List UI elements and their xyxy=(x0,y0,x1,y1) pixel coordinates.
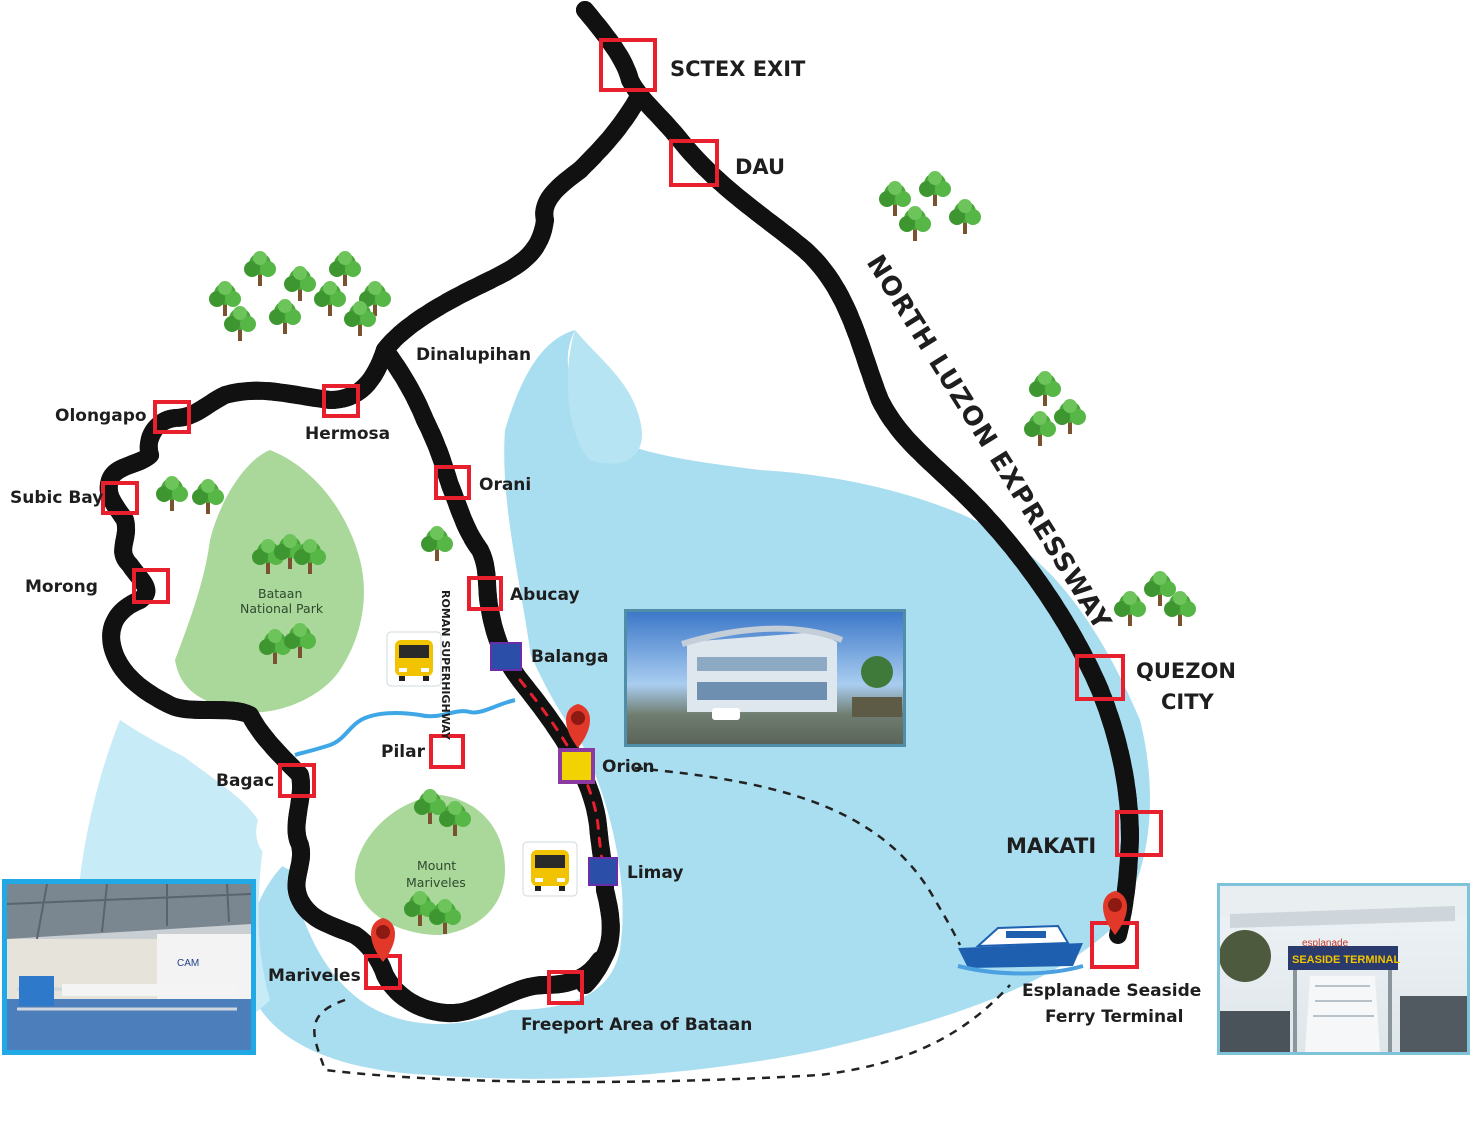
terminal-brand-text: esplanade xyxy=(1302,938,1349,949)
label-limay: Limay xyxy=(627,863,683,883)
ferry-route-south xyxy=(313,984,1011,1084)
label-city: CITY xyxy=(1161,690,1215,714)
label-dau: DAU xyxy=(735,155,785,179)
stop-dau[interactable] xyxy=(669,139,719,187)
stop-limay[interactable] xyxy=(588,857,618,886)
stop-bagac[interactable] xyxy=(278,763,316,798)
bus-icon xyxy=(386,631,442,687)
label-sctex-exit: SCTEX EXIT xyxy=(670,57,806,81)
label-mariveles-park-1: Mount xyxy=(417,858,456,873)
stop-balanga[interactable] xyxy=(490,642,522,671)
label-mariveles-park-2: Mariveles xyxy=(406,875,466,890)
label-roman-superhighway: ROMAN SUPERHIGHWAY xyxy=(439,590,452,741)
label-abucay: Abucay xyxy=(510,585,580,605)
stop-morong[interactable] xyxy=(132,568,170,604)
label-orani: Orani xyxy=(479,475,531,495)
photo-mariveles-terminal: CAM xyxy=(2,879,256,1055)
label-pilar: Pilar xyxy=(381,742,426,762)
photo-esplanade-terminal: esplanade SEASIDE TERMINAL xyxy=(1217,883,1470,1055)
label-balanga: Balanga xyxy=(531,647,608,667)
tree-cluster-north xyxy=(209,251,391,341)
label-bataan-park-1: Bataan xyxy=(258,586,302,601)
bus-brand-text: CAM xyxy=(177,958,199,969)
terminal-interior-illustration: CAM xyxy=(7,884,251,1050)
label-morong: Morong xyxy=(25,577,98,597)
label-orion: Orion xyxy=(602,757,654,777)
stop-pilar[interactable] xyxy=(429,734,465,769)
tree-cluster-quezon xyxy=(1114,571,1196,626)
stop-orani[interactable] xyxy=(434,465,471,500)
orion-port-illustration xyxy=(681,625,902,720)
ferry-route xyxy=(634,766,962,946)
stop-olongapo[interactable] xyxy=(153,400,191,434)
label-bagac: Bagac xyxy=(216,771,274,791)
label-mariveles: Mariveles xyxy=(268,966,361,986)
tree-cluster-nlex xyxy=(1024,371,1086,446)
label-freeport: Freeport Area of Bataan xyxy=(521,1015,752,1035)
label-subic-bay: Subic Bay xyxy=(10,488,103,508)
photo-orion-port xyxy=(624,609,906,747)
label-esplanade-1: Esplanade Seaside xyxy=(1022,981,1201,1001)
bay-arm xyxy=(567,330,642,464)
label-quezon: QUEZON xyxy=(1136,659,1236,683)
ferry-boat-icon xyxy=(957,924,1084,976)
label-makati: MAKATI xyxy=(1006,834,1096,858)
esplanade-terminal-illustration: esplanade SEASIDE TERMINAL xyxy=(1220,886,1467,1052)
label-dinalupihan: Dinalupihan xyxy=(416,345,531,365)
mount-mariveles-park xyxy=(354,795,505,935)
road-network xyxy=(109,1,1139,1013)
stop-freeport[interactable] xyxy=(547,970,584,1005)
stop-markers xyxy=(101,38,1163,1005)
stop-makati[interactable] xyxy=(1115,810,1163,857)
stop-abucay[interactable] xyxy=(467,576,503,611)
bataan-national-park xyxy=(175,450,364,713)
tree-cluster-dau xyxy=(879,171,981,241)
stop-hermosa[interactable] xyxy=(322,384,360,418)
stop-subic-bay[interactable] xyxy=(101,481,139,515)
label-bataan-park-2: National Park xyxy=(240,601,324,616)
label-esplanade-2: Ferry Terminal xyxy=(1045,1007,1183,1027)
terminal-sign-text: SEASIDE TERMINAL xyxy=(1292,954,1400,966)
stop-sctex-exit[interactable] xyxy=(599,38,657,92)
label-olongapo: Olongapo xyxy=(55,406,147,426)
stop-quezon-city[interactable] xyxy=(1075,654,1125,701)
bus-icon-limay xyxy=(522,841,578,897)
label-hermosa: Hermosa xyxy=(305,424,390,444)
river xyxy=(294,698,516,757)
stop-orion[interactable] xyxy=(558,748,595,784)
